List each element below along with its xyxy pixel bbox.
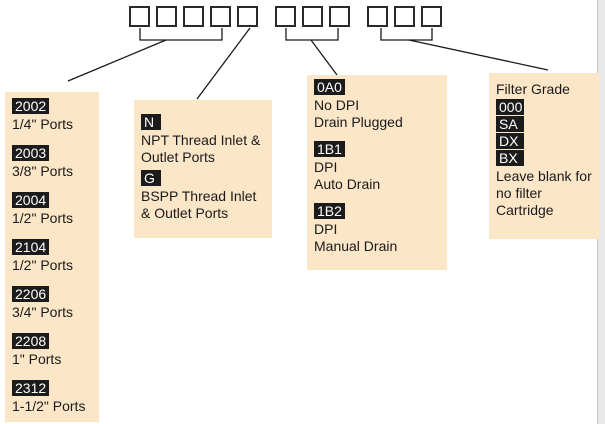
drain-description-line-2: Auto Drain (314, 176, 381, 192)
port-code-badge: 2104 (12, 239, 50, 255)
filter-grade-title: Filter Grade (496, 81, 570, 97)
filter-code-badge: BX (496, 150, 524, 166)
drain-option-0a0: 0A0 No DPI Drain Plugged (314, 79, 447, 131)
drain-option-1b2: 1B2 DPI Manual Drain (314, 203, 447, 255)
filter-note-line-2: no filter (496, 185, 542, 201)
thread-description-line-2: Outlet Ports (141, 149, 215, 165)
model-code-box-5 (237, 6, 258, 27)
model-code-box-6 (275, 6, 296, 27)
port-option-2004: 2004 1/2" Ports (12, 192, 99, 227)
port-option-2104: 2104 1/2" Ports (12, 239, 99, 274)
drain-description-line-1: DPI (314, 221, 338, 237)
drain-option-1b1: 1B1 DPI Auto Drain (314, 141, 447, 193)
drain-description-line-2: Manual Drain (314, 238, 398, 254)
model-code-box-7 (302, 6, 323, 27)
port-description: 1/2" Ports (12, 210, 73, 226)
port-option-2208: 2208 1" Ports (12, 333, 99, 368)
model-code-box-3 (183, 6, 204, 27)
series-bracket (139, 28, 223, 41)
drain-panel: 0A0 No DPI Drain Plugged 1B1 DPI Auto Dr… (307, 75, 447, 270)
filter-code-badge: SA (496, 116, 524, 132)
ports-panel: 2002 1/4" Ports 2003 3/8" Ports 2004 1/2… (5, 92, 99, 422)
model-code-box-1 (129, 6, 150, 27)
thread-option-g: G BSPP Thread Inlet & Outlet Ports (141, 170, 272, 222)
filter-code-badge: DX (496, 133, 524, 149)
port-description: 3/8" Ports (12, 163, 73, 179)
thread-description-line-2: & Outlet Ports (141, 205, 229, 221)
port-description: 3/4" Ports (12, 304, 73, 320)
port-description: 1" Ports (12, 351, 62, 367)
port-description: 1/2" Ports (12, 257, 73, 273)
port-code-badge: 2312 (12, 380, 50, 396)
thread-code-badge: N (141, 114, 161, 130)
port-description: 1-1/2" Ports (12, 398, 86, 414)
series-leader-to-ports (67, 39, 167, 82)
filter-grade-panel: Filter Grade 000 SA DX BX Leave blank fo… (489, 73, 600, 239)
thread-panel: N NPT Thread Inlet & Outlet Ports G BSPP… (134, 100, 272, 238)
port-option-2312: 2312 1-1/2" Ports (12, 380, 99, 415)
drain-description-line-2: Drain Plugged (314, 114, 403, 130)
drain-description-line-1: DPI (314, 159, 338, 175)
port-type-leader-to-drain (310, 39, 338, 76)
port-type-bracket (285, 28, 339, 41)
port-option-2002: 2002 1/4" Ports (12, 98, 99, 133)
model-code-box-11 (421, 6, 442, 27)
option-bracket (380, 28, 433, 41)
series-leader-to-thread (196, 27, 251, 100)
port-code-badge: 2003 (12, 145, 50, 161)
port-code-badge: 2004 (12, 192, 50, 208)
port-option-2206: 2206 3/4" Ports (12, 286, 99, 321)
filter-code-badge: 000 (496, 99, 524, 115)
drain-code-badge: 1B1 (314, 141, 345, 157)
thread-code-badge: G (141, 170, 161, 186)
model-code-box-8 (329, 6, 350, 27)
drain-code-badge: 1B2 (314, 203, 345, 219)
port-option-2003: 2003 3/8" Ports (12, 145, 99, 180)
drain-code-badge: 0A0 (314, 79, 345, 95)
model-code-box-2 (156, 6, 177, 27)
model-code-box-10 (394, 6, 415, 27)
model-code-box-9 (367, 6, 388, 27)
port-code-badge: 2206 (12, 286, 50, 302)
port-description: 1/4" Ports (12, 116, 73, 132)
model-code-box-4 (210, 6, 231, 27)
option-leader-to-filter (408, 39, 549, 71)
thread-description-line-1: NPT Thread Inlet & (141, 132, 261, 148)
port-code-badge: 2208 (12, 333, 50, 349)
thread-description-line-1: BSPP Thread Inlet (141, 188, 257, 204)
filter-note-line-3: Cartridge (496, 202, 554, 218)
drain-description-line-1: No DPI (314, 97, 360, 113)
thread-option-n: N NPT Thread Inlet & Outlet Ports (141, 114, 272, 166)
filter-note-line-1: Leave blank for (496, 168, 592, 184)
port-code-badge: 2002 (12, 98, 50, 114)
